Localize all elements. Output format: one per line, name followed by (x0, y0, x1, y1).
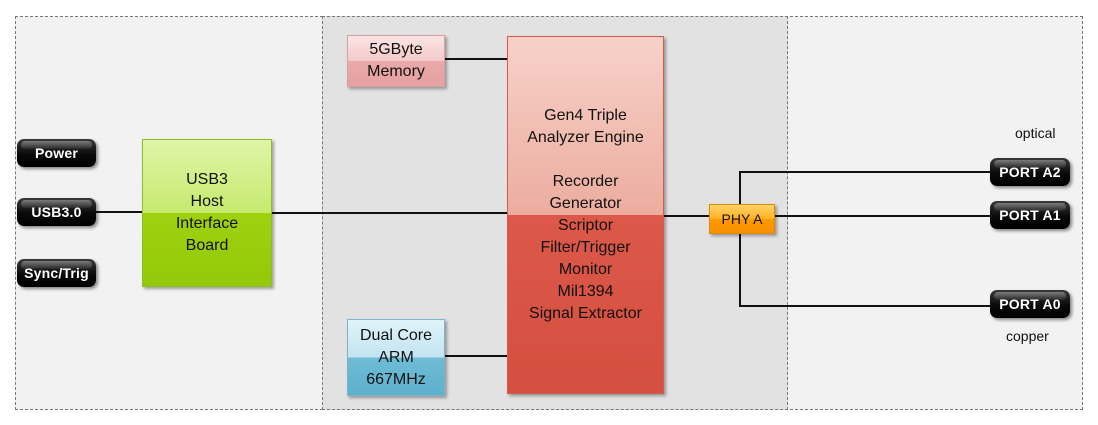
engine-function: Filter/Trigger (540, 239, 631, 256)
port-a1-label: PORT A1 (999, 207, 1061, 223)
wire-phy-to-port-a1 (773, 215, 990, 217)
engine-function: Recorder (552, 173, 619, 190)
usb3-port-label: USB3.0 (31, 204, 82, 220)
power-port-label: Power (34, 145, 78, 161)
arm-line: ARM (378, 348, 414, 366)
wire-memory-to-engine (443, 58, 507, 60)
usb-board-line: Host (190, 193, 224, 210)
wire-arm-to-engine (443, 355, 507, 357)
usb3-host-interface-board: USB3 Host Interface Board (142, 139, 272, 287)
engine-function: Signal Extractor (529, 305, 642, 322)
sync-trig-port: Sync/Trig (17, 259, 96, 287)
memory-block: 5GByte Memory (347, 35, 445, 87)
wire-board-to-engine (270, 212, 507, 214)
memory-line: Memory (367, 63, 425, 80)
wire-usb-to-board (96, 211, 142, 213)
engine-title-line: Analyzer Engine (527, 129, 644, 146)
port-a0-label: PORT A0 (999, 296, 1061, 312)
optical-label: optical (1015, 125, 1056, 141)
copper-label: copper (1006, 328, 1049, 344)
engine-function: Generator (549, 195, 622, 212)
port-a2: PORT A2 (990, 158, 1070, 186)
phy-a-block: PHY A (709, 204, 775, 234)
wire-phy-to-port-a0 (739, 305, 990, 307)
port-a2-label: PORT A2 (999, 164, 1061, 180)
wire-engine-to-phy (662, 215, 709, 217)
phy-label: PHY A (721, 211, 763, 227)
memory-line: 5GByte (369, 41, 423, 58)
arm-line: Dual Core (359, 326, 433, 344)
analyzer-engine-block: Gen4 Triple Analyzer Engine Recorder Gen… (507, 36, 664, 394)
engine-function: Scriptor (557, 217, 614, 234)
wire-phy-to-port-a2 (739, 171, 990, 173)
engine-function: Mil1394 (557, 283, 614, 300)
engine-function: Monitor (558, 261, 613, 278)
power-port: Power (17, 139, 96, 167)
port-a1: PORT A1 (990, 201, 1070, 229)
usb-board-line: Interface (175, 215, 239, 232)
sync-trig-port-label: Sync/Trig (24, 265, 89, 281)
usb-board-line: Board (185, 237, 229, 254)
usb3-port: USB3.0 (17, 198, 96, 226)
port-a0: PORT A0 (990, 290, 1070, 318)
engine-title-line: Gen4 Triple (544, 107, 627, 124)
arm-line: 667MHz (366, 370, 426, 388)
wire-phy-vertical (739, 171, 741, 307)
usb-board-line: USB3 (186, 171, 228, 188)
arm-processor-block: Dual Core ARM 667MHz (347, 319, 445, 396)
